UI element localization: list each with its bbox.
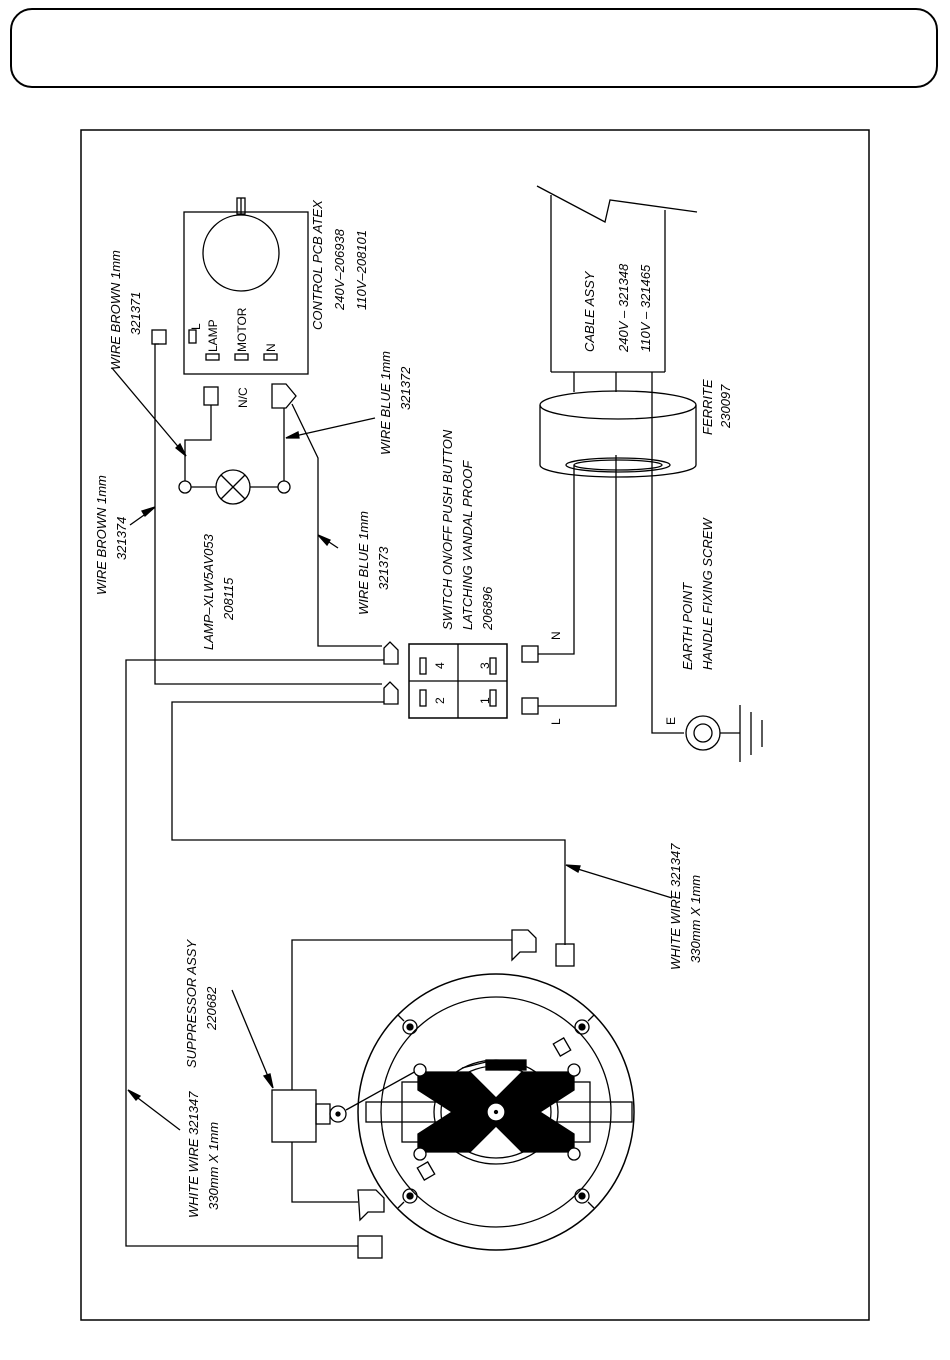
header-box bbox=[10, 8, 938, 88]
control-pcb-label-3: 110V–208101 bbox=[354, 230, 369, 310]
switch-terminal-1: 1 bbox=[478, 697, 492, 704]
suppressor-label-1: SUPPRESSOR ASSY bbox=[184, 939, 199, 1068]
ferrite-label-1: FERRITE bbox=[700, 379, 715, 435]
lamp-label-1: LAMP–XLW5AV053 bbox=[201, 533, 216, 650]
switch-terminal-3: 3 bbox=[478, 662, 492, 669]
wire-n bbox=[538, 465, 575, 655]
connector-n bbox=[521, 645, 539, 663]
wire-blue-2-label-2: 321373 bbox=[376, 546, 391, 590]
connector-pcb-l bbox=[151, 329, 167, 345]
leader-white-wire-right bbox=[567, 865, 673, 899]
wire-brown-top-label-2: 321371 bbox=[128, 292, 143, 335]
wire-brown-top-label-1: WIRE BROWN 1mm bbox=[108, 250, 123, 370]
wire-brown-left-label-1: WIRE BROWN 1mm bbox=[94, 475, 109, 595]
switch-label-3: 206896 bbox=[480, 586, 495, 631]
pcb-pin-motor: MOTOR bbox=[235, 307, 249, 352]
wire-blue-1-label-2: 321372 bbox=[398, 366, 413, 410]
connector-white-left bbox=[357, 1235, 383, 1259]
wire-blue-2-label-1: WIRE BLUE 1mm bbox=[356, 511, 371, 615]
leader-wire-brown-top bbox=[111, 367, 187, 457]
pcb-pin-l: L bbox=[189, 323, 203, 330]
cable-assy bbox=[536, 185, 698, 392]
suppressor-label-2: 220682 bbox=[204, 986, 219, 1031]
control-pcb-label-2: 240V–206938 bbox=[332, 228, 347, 311]
lamp-symbol bbox=[178, 405, 291, 505]
wire-blue-1-label-1: WIRE BLUE 1mm bbox=[378, 351, 393, 455]
cable-assy-label-3: 110V – 321465 bbox=[638, 264, 653, 352]
pcb-pin-n: N bbox=[264, 343, 278, 352]
white-wire-right-label-2: 330mm X 1mm bbox=[688, 875, 703, 963]
wire-e bbox=[651, 392, 684, 734]
white-wire-left bbox=[125, 659, 384, 1247]
leader-suppressor bbox=[231, 989, 273, 1087]
switch-terminal-4: 4 bbox=[433, 662, 447, 669]
line-label-n: N bbox=[549, 631, 563, 640]
switch-terminal-2: 2 bbox=[433, 697, 447, 704]
cable-assy-label-1: CABLE ASSY bbox=[582, 270, 597, 352]
switch-label-1: SWITCH ON/OFF PUSH BUTTON bbox=[440, 429, 455, 630]
control-pcb-label-1: CONTROL PCB ATEX bbox=[310, 199, 325, 330]
wire-l bbox=[538, 455, 617, 707]
connector-switch-4 bbox=[383, 641, 399, 665]
white-wire-left-label-2: 330mm X 1mm bbox=[206, 1122, 221, 1210]
wire-brown-left bbox=[154, 343, 382, 685]
connector-pcb-n bbox=[271, 383, 297, 409]
connector-switch-2 bbox=[383, 681, 399, 705]
white-wire-right-label-1: WHITE WIRE 321347 bbox=[668, 843, 683, 970]
earth-point bbox=[685, 705, 763, 762]
ferrite-label-2: 230097 bbox=[718, 384, 733, 429]
switch-label-2: LATCHING VANDAL PROOF bbox=[460, 460, 475, 630]
switch-block bbox=[408, 643, 508, 719]
earth-point-label-1: EARTH POINT bbox=[680, 582, 695, 670]
connector-pcb-lamp bbox=[203, 386, 219, 406]
cable-assy-label-2: 240V – 321348 bbox=[616, 263, 631, 353]
earth-point-label-2: HANDLE FIXING SCREW bbox=[700, 517, 715, 670]
connector-l bbox=[521, 697, 539, 715]
control-pcb bbox=[183, 197, 309, 375]
white-wire-right bbox=[171, 701, 566, 945]
wire-blue-2 bbox=[291, 403, 382, 647]
pcb-nc-label: N/C bbox=[236, 387, 250, 408]
suppressor-assy bbox=[271, 929, 537, 1222]
pcb-pin-lamp: LAMP bbox=[206, 319, 220, 352]
lamp-label-2: 208115 bbox=[221, 577, 236, 621]
line-label-l: L bbox=[549, 718, 563, 725]
wire-brown-left-label-2: 321374 bbox=[114, 517, 129, 560]
leader-wire-blue-1 bbox=[285, 417, 376, 439]
connector-white-right bbox=[555, 943, 575, 967]
motor bbox=[357, 973, 635, 1251]
drawing-border bbox=[80, 129, 870, 1321]
white-wire-left-label-1: WHITE WIRE 321347 bbox=[186, 1091, 201, 1218]
line-label-e: E bbox=[664, 717, 678, 725]
ferrite-ring bbox=[539, 390, 697, 478]
